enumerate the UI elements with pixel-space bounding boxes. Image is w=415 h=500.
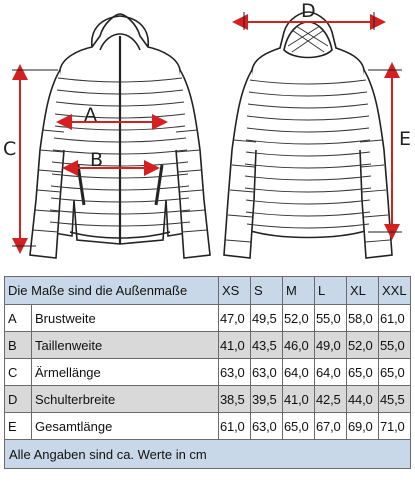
row-code: B bbox=[4, 331, 32, 359]
table-row: E Gesamtlänge 61,0 63,0 65,0 67,0 69,0 7… bbox=[4, 412, 412, 440]
measurement-arrows bbox=[12, 14, 400, 254]
table-cell: 49,0 bbox=[314, 331, 348, 359]
row-code: E bbox=[4, 412, 32, 440]
table-cell: 64,0 bbox=[314, 358, 348, 386]
table-cell: 65,0 bbox=[282, 412, 316, 440]
table-cell: 49,5 bbox=[250, 304, 284, 332]
table-cell: 52,0 bbox=[282, 304, 316, 332]
table-cell: 65,0 bbox=[378, 358, 412, 386]
size-table: Die Maße sind die Außenmaße XS S M L XL … bbox=[3, 276, 412, 469]
jacket-front-drawing bbox=[29, 13, 211, 259]
table-cell: 63,0 bbox=[250, 358, 284, 386]
size-header-xl: XL bbox=[346, 276, 380, 305]
table-cell: 55,0 bbox=[314, 304, 348, 332]
table-cell: 63,0 bbox=[250, 412, 284, 440]
label-b: B bbox=[90, 149, 103, 171]
table-cell: 71,0 bbox=[378, 412, 412, 440]
label-d: D bbox=[301, 0, 316, 22]
row-code: D bbox=[4, 385, 32, 413]
table-cell: 67,0 bbox=[314, 412, 348, 440]
measurement-guides bbox=[12, 12, 402, 247]
table-cell: 44,0 bbox=[346, 385, 380, 413]
table-cell: 69,0 bbox=[346, 412, 380, 440]
table-footer-note: Alle Angaben sind ca. Werte in cm bbox=[3, 439, 412, 469]
table-cell: 39,5 bbox=[250, 385, 284, 413]
table-cell: 58,0 bbox=[346, 304, 380, 332]
jacket-illustration: D E C A B bbox=[3, 0, 411, 259]
label-c: C bbox=[3, 138, 16, 160]
table-cell: 43,5 bbox=[250, 331, 284, 359]
table-cell: 47,0 bbox=[218, 304, 252, 332]
row-code: C bbox=[4, 358, 32, 386]
jacket-back-drawing bbox=[223, 11, 393, 259]
size-header-l: L bbox=[314, 276, 348, 305]
table-cell: 63,0 bbox=[218, 358, 252, 386]
table-cell: 61,0 bbox=[218, 412, 252, 440]
row-label: Taillenweite bbox=[30, 331, 220, 359]
row-label: Gesamtlänge bbox=[30, 412, 220, 440]
table-cell: 52,0 bbox=[346, 331, 380, 359]
table-row: B Taillenweite 41,0 43,5 46,0 49,0 52,0 … bbox=[4, 331, 412, 359]
table-cell: 65,0 bbox=[346, 358, 380, 386]
table-cell: 38,5 bbox=[218, 385, 252, 413]
table-cell: 41,0 bbox=[218, 331, 252, 359]
size-header-m: M bbox=[282, 276, 316, 305]
size-table-container: Die Maße sind die Außenmaße XS S M L XL … bbox=[3, 276, 412, 495]
table-row: C Ärmellänge 63,0 63,0 64,0 64,0 65,0 65… bbox=[4, 358, 412, 386]
table-cell: 61,0 bbox=[378, 304, 412, 332]
size-header-s: S bbox=[250, 276, 284, 305]
table-cell: 41,0 bbox=[282, 385, 316, 413]
label-a: A bbox=[84, 104, 97, 126]
table-footer-row: Alle Angaben sind ca. Werte in cm bbox=[3, 439, 412, 469]
size-header-xs: XS bbox=[218, 276, 252, 305]
jacket-back-quilting bbox=[225, 25, 391, 243]
row-label: Brustweite bbox=[30, 304, 220, 332]
table-cell: 42,5 bbox=[314, 385, 348, 413]
row-label: Ärmellänge bbox=[30, 358, 220, 386]
row-label: Schulterbreite bbox=[30, 385, 220, 413]
header-label: Die Maße sind die Außenmaße bbox=[3, 276, 220, 305]
size-header-xxl: XXL bbox=[378, 276, 412, 305]
table-row: D Schulterbreite 38,5 39,5 41,0 42,5 44,… bbox=[4, 385, 412, 413]
row-code: A bbox=[4, 304, 32, 332]
label-e: E bbox=[399, 128, 411, 150]
table-cell: 46,0 bbox=[282, 331, 316, 359]
table-cell: 64,0 bbox=[282, 358, 316, 386]
table-header-row: Die Maße sind die Außenmaße XS S M L XL … bbox=[3, 276, 412, 305]
table-cell: 55,0 bbox=[378, 331, 412, 359]
table-row: A Brustweite 47,0 49,5 52,0 55,0 58,0 61… bbox=[4, 304, 412, 332]
table-cell: 45,5 bbox=[378, 385, 412, 413]
